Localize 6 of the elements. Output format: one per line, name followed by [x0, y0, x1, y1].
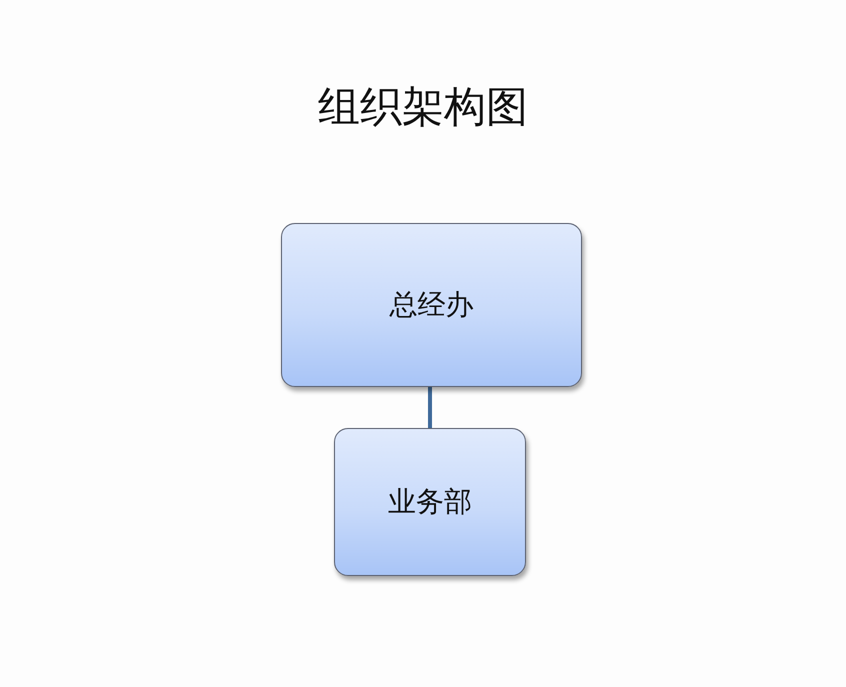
diagram-title: 组织架构图	[318, 81, 528, 133]
department-name: 业务部	[388, 485, 472, 519]
org-chart-box	[281, 223, 582, 387]
department-name: 总经办	[390, 288, 474, 322]
connector-line	[428, 387, 432, 428]
org-chart-box	[334, 428, 526, 576]
